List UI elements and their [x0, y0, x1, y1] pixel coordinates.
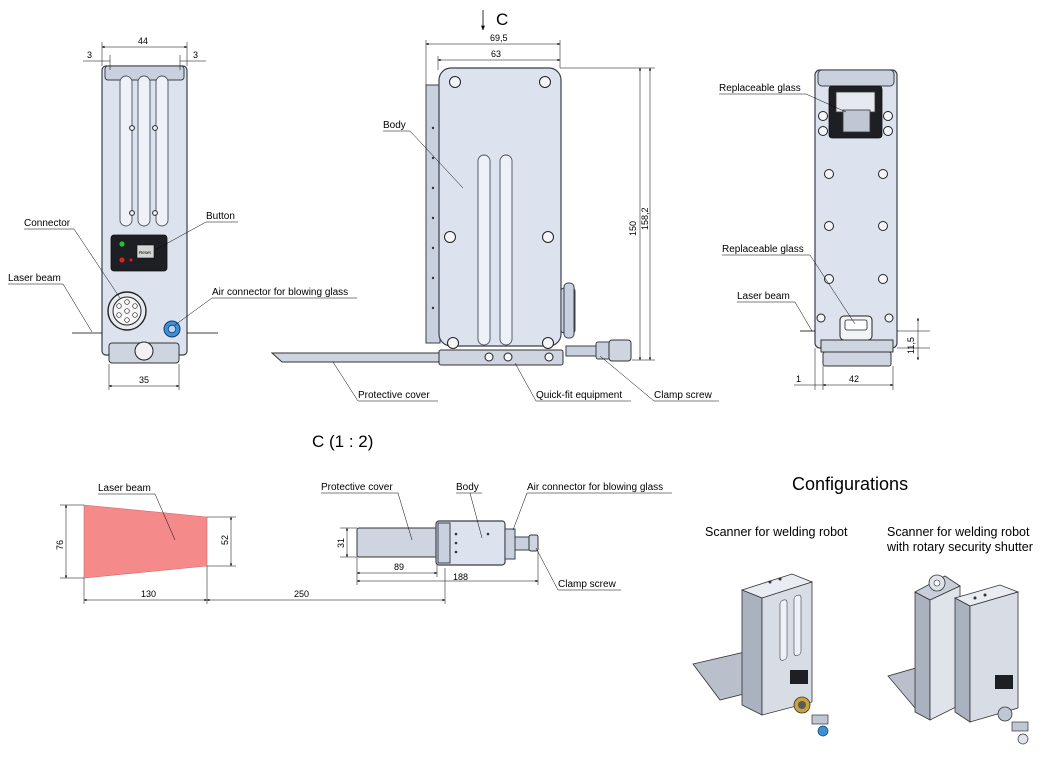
configurations-title: Configurations [792, 474, 908, 494]
dim-front-bottom-width: 35 [139, 375, 149, 385]
dim-beam-distance: 250 [294, 589, 309, 599]
dim-side-height-158: 158,2 [640, 207, 650, 230]
dim-detail-total-length: 188 [453, 572, 468, 582]
label-clamp-screw-side: Clamp screw [654, 390, 713, 401]
label-replaceable-glass-bottom: Replaceable glass [722, 244, 804, 255]
dim-back-bottom-width: 42 [849, 374, 859, 384]
label-body-detail: Body [456, 482, 479, 493]
dim-front-width: 44 [138, 36, 148, 46]
label-protective-cover-detail: Protective cover [321, 482, 393, 493]
laser-beam-diagram: 76 52 130 250 Laser beam [55, 483, 446, 604]
dim-side-height-150: 150 [628, 221, 638, 236]
label-clamp-screw-detail: Clamp screw [558, 579, 617, 590]
config-2-line1: Scanner for welding robot [887, 525, 1030, 539]
label-air-connector-detail: Air connector for blowing glass [527, 482, 663, 493]
detail-scanner: 31 89 188 Protective cover Body Air conn… [321, 482, 672, 591]
label-laser-beam-back: Laser beam [737, 291, 790, 302]
label-laser-beam-front: Laser beam [8, 273, 61, 284]
label-replaceable-glass-top: Replaceable glass [719, 83, 801, 94]
config-2-line2: with rotary security shutter [886, 540, 1033, 554]
config-1-line1: Scanner for welding robot [705, 525, 848, 539]
label-body-side: Body [383, 120, 406, 131]
dim-back-height-small: 11,5 [906, 337, 916, 354]
label-connector: Connector [24, 218, 71, 229]
dim-back-offset: 1 [796, 374, 801, 384]
config-1-scanner-image [692, 573, 829, 737]
dim-detail-cover-length: 89 [394, 562, 404, 572]
back-view: 42 1 11,5 Replaceable glass Replaceable … [719, 69, 930, 390]
dim-beam-length: 130 [141, 589, 156, 599]
dim-front-right-margin: 3 [193, 50, 198, 60]
label-quick-fit: Quick-fit equipment [536, 390, 622, 401]
side-view: C 69,5 [270, 10, 719, 402]
front-view: Reset 44 3 3 35 Con [8, 36, 357, 390]
configurations: Configurations Scanner for welding robot… [692, 474, 1033, 745]
dim-beam-bottom: 52 [220, 535, 230, 545]
config-2-scanner-image [887, 574, 1029, 745]
label-laser-beam-detail: Laser beam [98, 483, 151, 494]
label-protective-cover-side: Protective cover [358, 390, 430, 401]
detail-view-title: C (1 : 2) [312, 432, 373, 451]
view-arrow-label: C [496, 10, 508, 29]
dim-detail-height: 31 [336, 538, 346, 548]
label-button: Button [206, 211, 235, 222]
reset-key-label: Reset [139, 250, 152, 255]
dim-side-body-width: 63 [491, 49, 501, 59]
dim-front-left-margin: 3 [87, 50, 92, 60]
dim-beam-top: 76 [55, 540, 65, 550]
label-air-connector-front: Air connector for blowing glass [212, 287, 348, 298]
dim-side-total-width: 69,5 [490, 33, 508, 43]
